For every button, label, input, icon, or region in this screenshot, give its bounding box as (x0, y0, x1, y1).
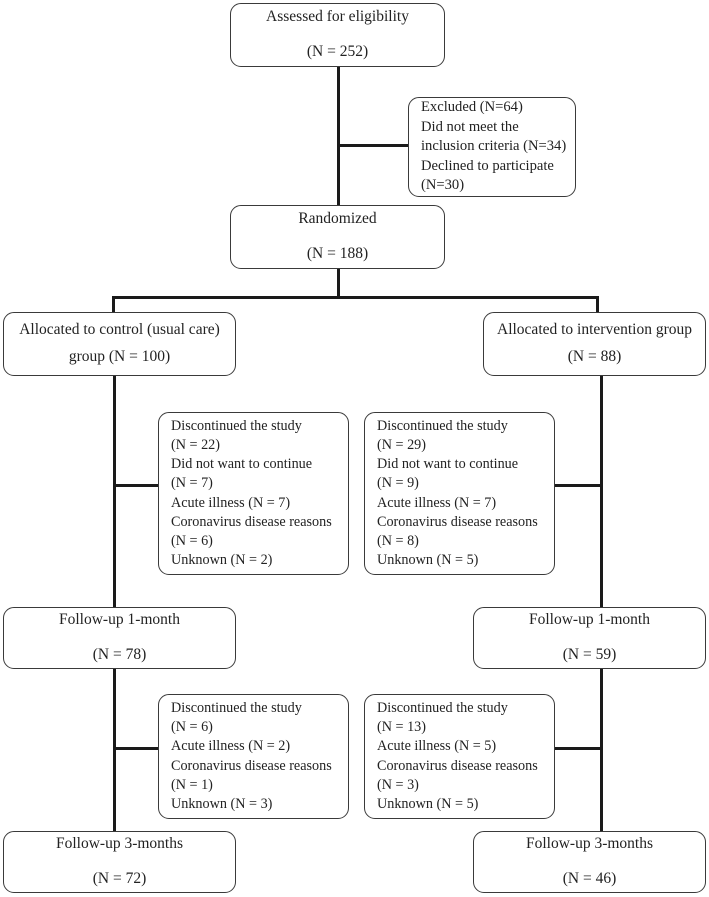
discontinued-intervention-stage1-box: Discontinued the study (N = 29) Did not … (364, 412, 555, 575)
excluded-line-4: Declined to participate (421, 157, 554, 174)
assessed-for-eligibility-box: Assessed for eligibility (N = 252) (230, 3, 445, 67)
fu3-intervention-label: Follow-up 3-months (525, 835, 654, 853)
disc-i1-line-6: Coronavirus disease reasons (377, 513, 538, 530)
disc-i2-line-6: Unknown (N = 5) (377, 795, 479, 812)
allocated-intervention-count: (N = 88) (567, 348, 622, 365)
discontinued-intervention-stage2-box: Discontinued the study (N = 13) Acute il… (364, 694, 555, 819)
connector-control-to-discontinued2 (113, 747, 159, 750)
disc-i1-line-2: (N = 29) (377, 437, 426, 454)
disc-c2-line-5: (N = 1) (171, 776, 213, 793)
disc-i2-line-2: (N = 13) (377, 719, 426, 736)
disc-c2-line-2: (N = 6) (171, 719, 213, 736)
disc-i1-line-4: (N = 9) (377, 475, 419, 492)
fu1-intervention-count: (N = 59) (562, 646, 617, 663)
disc-c1-line-4: (N = 7) (171, 475, 213, 492)
disc-i1-line-5: Acute illness (N = 7) (377, 494, 497, 511)
discontinued-control-stage2-box: Discontinued the study (N = 6) Acute ill… (158, 694, 349, 819)
fu3-intervention-count: (N = 46) (562, 870, 617, 887)
allocated-control-label: Allocated to control (usual care) (19, 321, 220, 339)
assessed-count: (N = 252) (306, 43, 369, 60)
excluded-line-3: inclusion criteria (N=34) (421, 138, 567, 155)
disc-i2-line-3: Acute illness (N = 5) (377, 738, 497, 755)
connector-control-stage2-trunk (113, 669, 116, 833)
assessed-label: Assessed for eligibility (266, 8, 409, 26)
disc-c1-line-1: Discontinued the study (171, 418, 302, 435)
disc-c2-line-4: Coronavirus disease reasons (171, 757, 332, 774)
connector-to-excluded (337, 144, 409, 147)
allocated-control-box: Allocated to control (usual care) group … (3, 312, 236, 376)
connector-intervention-to-discontinued1 (554, 484, 600, 487)
discontinued-control-stage1-box: Discontinued the study (N = 22) Did not … (158, 412, 349, 575)
disc-c2-line-1: Discontinued the study (171, 700, 302, 717)
excluded-line-5: (N=30) (421, 177, 465, 194)
allocated-control-count: group (N = 100) (68, 348, 171, 365)
excluded-box: Excluded (N=64) Did not meet the inclusi… (408, 97, 576, 197)
fu3-control-label: Follow-up 3-months (55, 835, 184, 853)
allocated-intervention-label: Allocated to intervention group (497, 321, 692, 339)
connector-intervention-stage2-trunk (600, 669, 603, 833)
fu1-control-count: (N = 78) (92, 646, 147, 663)
connector-allocation-split-bar (112, 296, 599, 299)
followup-3months-control-box: Follow-up 3-months (N = 72) (3, 831, 236, 893)
disc-i1-line-3: Did not want to continue (377, 456, 519, 473)
excluded-line-2: Did not meet the (421, 118, 519, 135)
connector-intervention-stage1-trunk (600, 376, 603, 611)
connector-control-stage1-trunk (113, 376, 116, 611)
followup-1month-intervention-box: Follow-up 1-month (N = 59) (473, 607, 706, 669)
connector-assessed-to-randomized (337, 66, 340, 206)
connector-intervention-to-discontinued2 (554, 747, 600, 750)
disc-i1-line-1: Discontinued the study (377, 418, 508, 435)
randomized-label: Randomized (298, 210, 377, 228)
disc-c2-line-6: Unknown (N = 3) (171, 795, 273, 812)
connector-split-right-drop (596, 296, 599, 313)
fu1-intervention-label: Follow-up 1-month (529, 611, 650, 629)
disc-c1-line-2: (N = 22) (171, 437, 220, 454)
disc-i2-line-4: Coronavirus disease reasons (377, 757, 538, 774)
disc-i1-line-8: Unknown (N = 5) (377, 551, 479, 568)
disc-c1-line-5: Acute illness (N = 7) (171, 494, 291, 511)
disc-i2-line-5: (N = 3) (377, 776, 419, 793)
disc-c1-line-3: Did not want to continue (171, 456, 313, 473)
connector-randomized-down (337, 268, 340, 299)
followup-1month-control-box: Follow-up 1-month (N = 78) (3, 607, 236, 669)
allocated-intervention-box: Allocated to intervention group (N = 88) (483, 312, 706, 376)
fu1-control-label: Follow-up 1-month (59, 611, 180, 629)
disc-i2-line-1: Discontinued the study (377, 700, 508, 717)
excluded-line-1: Excluded (N=64) (421, 98, 523, 115)
disc-c1-line-7: (N = 6) (171, 532, 213, 549)
connector-split-left-drop (112, 296, 115, 313)
randomized-count: (N = 188) (306, 245, 369, 262)
followup-3months-intervention-box: Follow-up 3-months (N = 46) (473, 831, 706, 893)
disc-c1-line-8: Unknown (N = 2) (171, 551, 273, 568)
disc-c1-line-6: Coronavirus disease reasons (171, 513, 332, 530)
disc-c2-line-3: Acute illness (N = 2) (171, 738, 291, 755)
connector-control-to-discontinued1 (113, 484, 159, 487)
disc-i1-line-7: (N = 8) (377, 532, 419, 549)
fu3-control-count: (N = 72) (92, 870, 147, 887)
randomized-box: Randomized (N = 188) (230, 205, 445, 269)
